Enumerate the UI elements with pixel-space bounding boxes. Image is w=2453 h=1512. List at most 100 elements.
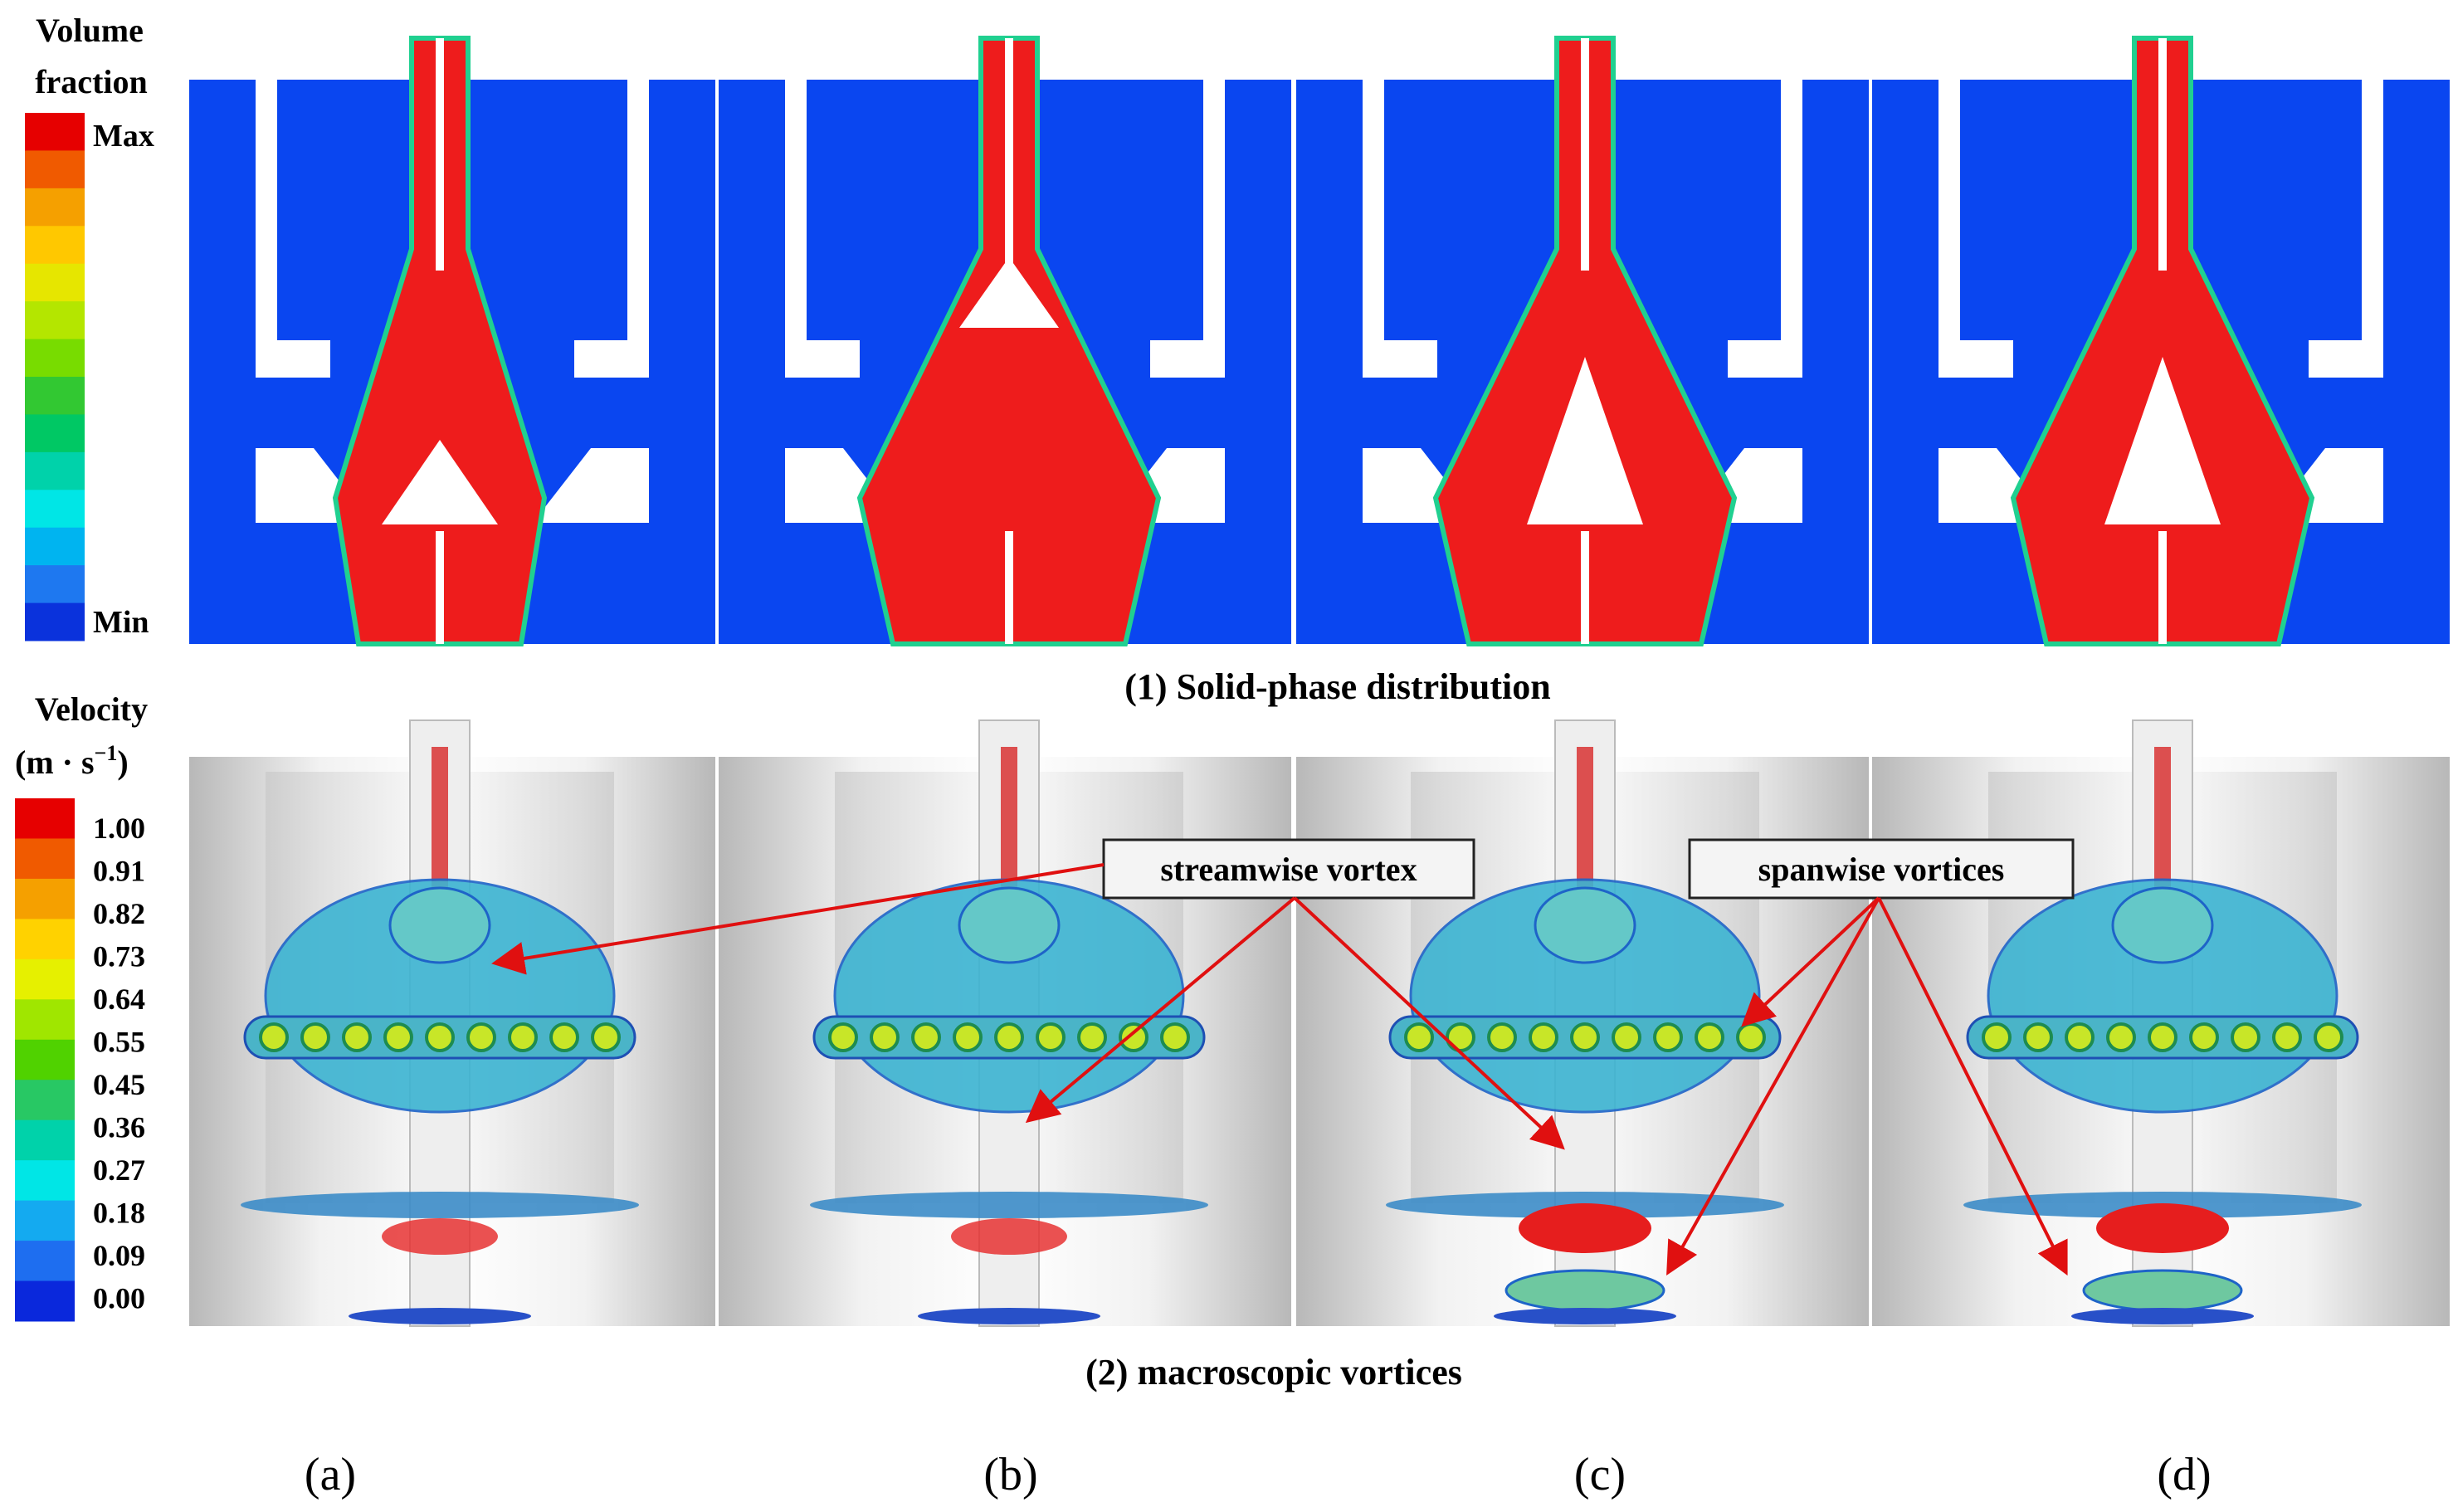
volume-legend-title-1: Volume bbox=[36, 12, 144, 49]
bottom-spanwise-vortex bbox=[1504, 1269, 1665, 1312]
vortex-ring-node bbox=[1160, 1022, 1190, 1052]
vortex-ring-node bbox=[1570, 1022, 1600, 1052]
velocity-tick-label: 0.00 bbox=[93, 1282, 145, 1315]
volume-fraction-legend: Volume fraction Max Min bbox=[25, 12, 154, 641]
velocity-unit-sup: −1 bbox=[95, 741, 118, 765]
velocity-unit: (m · s bbox=[15, 744, 95, 781]
volume-legend-max: Max bbox=[93, 119, 154, 154]
vortex-ring-node bbox=[383, 1022, 413, 1052]
solid-phase-panel bbox=[1872, 36, 2450, 646]
volume-legend-title-2: fraction bbox=[35, 63, 148, 100]
chamber-step bbox=[256, 340, 649, 378]
vortex-ring-node bbox=[1653, 1022, 1683, 1052]
pipe-vortex-core bbox=[1001, 747, 1017, 888]
vortex-ring-node bbox=[2023, 1022, 2053, 1052]
bottom-base bbox=[349, 1308, 531, 1324]
vortex-row bbox=[189, 719, 2450, 1327]
red-vortex-blob bbox=[382, 1218, 498, 1255]
bottom-spanwise-vortex bbox=[2082, 1269, 2243, 1312]
velocity-tick-label: 0.27 bbox=[93, 1154, 145, 1187]
velocity-colorbar-step bbox=[15, 1241, 75, 1282]
solid-phase-triangle bbox=[2104, 357, 2221, 524]
vortex-ring-node bbox=[1404, 1022, 1434, 1052]
volume-colorbar-step bbox=[25, 451, 85, 490]
vortex-ring-node bbox=[591, 1022, 621, 1052]
vortex-ring-node bbox=[870, 1022, 900, 1052]
volume-colorbar-step bbox=[25, 377, 85, 415]
velocity-colorbar-step bbox=[15, 1119, 75, 1161]
vortex-ring-node bbox=[2065, 1022, 2095, 1052]
velocity-tick-label: 0.09 bbox=[93, 1239, 145, 1272]
jet-centre-gap-lower bbox=[1581, 531, 1589, 644]
jet-centre-gap bbox=[1005, 38, 1013, 271]
volume-colorbar-step bbox=[25, 602, 85, 641]
spanwise-label-box bbox=[1688, 838, 2075, 900]
vortex-panel bbox=[1296, 719, 1869, 1327]
velocity-colorbar-step bbox=[15, 1039, 75, 1080]
volume-colorbar bbox=[25, 113, 85, 641]
panel-label-d: (d) bbox=[2157, 1449, 2211, 1500]
velocity-tick-label: 0.18 bbox=[93, 1197, 145, 1230]
vortex-panel bbox=[1872, 719, 2450, 1327]
arrow-streamwise-a bbox=[491, 863, 1105, 975]
chamber-cone bbox=[1939, 448, 2383, 523]
volume-colorbar-step bbox=[25, 301, 85, 340]
pipe-vortex-core bbox=[432, 747, 448, 888]
vortex-ring-node bbox=[1119, 1022, 1148, 1052]
jet-centre-gap bbox=[1581, 38, 1589, 271]
volume-colorbar-step bbox=[25, 414, 85, 453]
velocity-tick-label: 0.45 bbox=[93, 1068, 145, 1101]
caption-row1: (1) Solid-phase distribution bbox=[1124, 666, 1550, 707]
velocity-colorbar-step bbox=[15, 878, 75, 919]
velocity-colorbar-step bbox=[15, 1160, 75, 1202]
vortex-ring-node bbox=[1529, 1022, 1558, 1052]
vortex-ring-node bbox=[911, 1022, 941, 1052]
velocity-colorbar-step bbox=[15, 838, 75, 880]
red-vortex-blob bbox=[1519, 1203, 1651, 1253]
velocity-tick-labels: 1.000.910.820.730.640.550.450.360.270.18… bbox=[93, 812, 145, 1315]
bottom-base bbox=[2071, 1308, 2254, 1324]
volume-colorbar-step bbox=[25, 113, 85, 151]
jet-centre-gap-lower bbox=[1005, 531, 1013, 644]
velocity-tick-label: 0.73 bbox=[93, 940, 145, 973]
solid-phase-jet bbox=[332, 36, 548, 646]
vortex-ring-node bbox=[466, 1022, 496, 1052]
vortex-ring-node bbox=[1612, 1022, 1641, 1052]
arrow-spanwise-d bbox=[1877, 897, 2068, 1276]
arrow-spanwise-c1 bbox=[1741, 896, 1880, 1027]
vortex-ring-node bbox=[1487, 1022, 1517, 1052]
solid-phase-row bbox=[189, 36, 2450, 646]
vortex-ring-node bbox=[994, 1022, 1024, 1052]
pipe-vortex-core bbox=[1577, 747, 1593, 888]
vortex-lower-plate bbox=[810, 1192, 1208, 1218]
vortex-ring-node bbox=[1695, 1022, 1724, 1052]
volume-colorbar-step bbox=[25, 226, 85, 265]
arrow-streamwise-b bbox=[1025, 896, 1296, 1124]
red-vortex-blob bbox=[2096, 1203, 2229, 1253]
vortex-ring-node bbox=[2314, 1022, 2343, 1052]
arrow-spanwise-c2 bbox=[1666, 897, 1880, 1275]
velocity-legend-title-2: (m · s−1) bbox=[15, 741, 129, 781]
velocity-unit-close: ) bbox=[117, 744, 128, 781]
vortex-ring-node bbox=[1077, 1022, 1107, 1052]
vortex-head bbox=[388, 886, 491, 964]
solid-phase-jet bbox=[1432, 36, 1738, 646]
vortex-lower-plate bbox=[241, 1192, 639, 1218]
vortex-ring-node bbox=[2148, 1022, 2177, 1052]
vortex-ring-node bbox=[342, 1022, 372, 1052]
solid-phase-triangle bbox=[382, 440, 498, 524]
arrow-streamwise-c bbox=[1293, 896, 1565, 1150]
caption-row2: (2) macroscopic vortices bbox=[1085, 1352, 1462, 1393]
vortex-ring-node bbox=[1036, 1022, 1066, 1052]
solid-phase-jet bbox=[856, 36, 1162, 646]
chamber-cone bbox=[1363, 448, 1802, 523]
volume-legend-min: Min bbox=[93, 605, 149, 640]
vortex-head bbox=[958, 886, 1061, 964]
vortex-ring-node bbox=[2231, 1022, 2260, 1052]
chamber-step bbox=[1939, 340, 2383, 378]
solid-phase-jet bbox=[2010, 36, 2315, 646]
volume-colorbar-step bbox=[25, 263, 85, 302]
vortex-head bbox=[2111, 886, 2214, 964]
volume-colorbar-step bbox=[25, 527, 85, 566]
